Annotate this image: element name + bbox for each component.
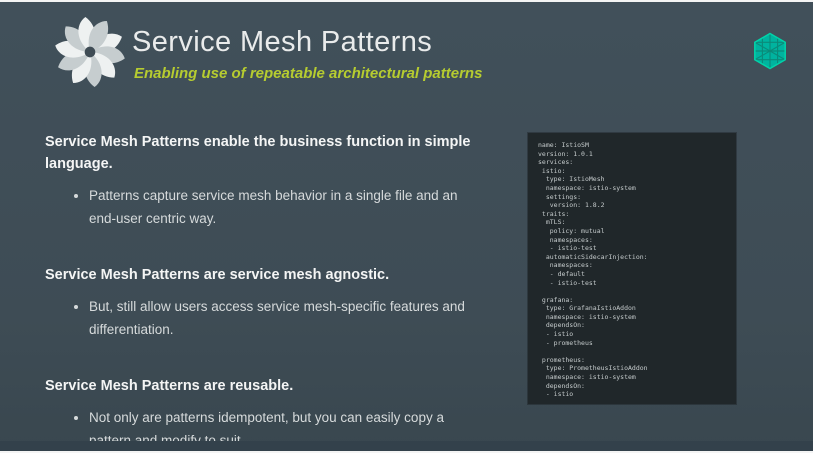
code-line: type: GrafanaIstioAddon	[538, 304, 636, 313]
section-heading: Service Mesh Patterns are service mesh a…	[45, 266, 390, 283]
code-line: policy: mutual	[538, 226, 605, 235]
code-line: grafana:	[538, 295, 574, 304]
code-line: namespace: istio-system	[538, 312, 636, 321]
code-line: namespaces:	[538, 235, 593, 244]
code-line: traits:	[538, 209, 570, 218]
section-reusable: Service Mesh Patterns are reusable. Not …	[45, 376, 485, 451]
bullet-item: But, still allow users access service me…	[89, 295, 485, 342]
code-line: dependsOn:	[538, 381, 585, 390]
code-line: prometheus:	[538, 355, 585, 364]
code-line: - default	[538, 269, 585, 278]
section-simple-language: Service Mesh Patterns enable the busines…	[45, 132, 485, 231]
code-line: services:	[538, 158, 574, 167]
bullet-list: Patterns capture service mesh behavior i…	[45, 184, 485, 231]
bullet-item: Patterns capture service mesh behavior i…	[89, 184, 485, 231]
code-line	[538, 287, 726, 296]
section-heading: Service Mesh Patterns are reusable.	[45, 377, 294, 394]
code-line: mTLS:	[538, 218, 566, 227]
code-line: version: 1.0.1	[538, 149, 593, 158]
code-line: - istio-test	[538, 278, 597, 287]
page-title: Service Mesh Patterns	[132, 26, 433, 58]
code-line: dependsOn:	[538, 321, 585, 330]
code-line: version: 1.8.2	[538, 201, 605, 210]
code-line: namespace: istio-system	[538, 183, 636, 192]
section-heading: Service Mesh Patterns enable the busines…	[45, 134, 471, 172]
code-line: automaticSidecarInjection:	[538, 252, 648, 261]
title-block: Service Mesh Patterns Enabling use of re…	[132, 26, 482, 82]
page-subtitle: Enabling use of repeatable architectural…	[134, 65, 483, 82]
code-line: - istio-test	[538, 244, 597, 253]
footer-band	[0, 441, 813, 451]
content-column: Service Mesh Patterns enable the busines…	[45, 132, 485, 451]
code-line: settings:	[538, 192, 582, 201]
code-line: - istio	[538, 330, 574, 339]
code-line: namespaces:	[538, 261, 593, 270]
code-line: istio:	[538, 166, 566, 175]
code-line: name: IstioSM	[538, 141, 589, 149]
code-line	[538, 347, 726, 356]
code-line: type: IstioMesh	[538, 175, 605, 184]
code-line: - istio	[538, 390, 574, 399]
code-line: namespace: istio-system	[538, 373, 636, 382]
spiral-pinwheel-logo-icon	[52, 14, 128, 90]
code-line: - prometheus	[538, 338, 593, 347]
section-mesh-agnostic: Service Mesh Patterns are service mesh a…	[45, 265, 485, 342]
green-hex-mesh-icon	[751, 32, 789, 70]
code-line: type: PrometheusIstioAddon	[538, 364, 648, 373]
bullet-list: But, still allow users access service me…	[45, 295, 485, 342]
yaml-code-block: name: IstioSM version: 1.0.1 services: i…	[528, 133, 736, 404]
